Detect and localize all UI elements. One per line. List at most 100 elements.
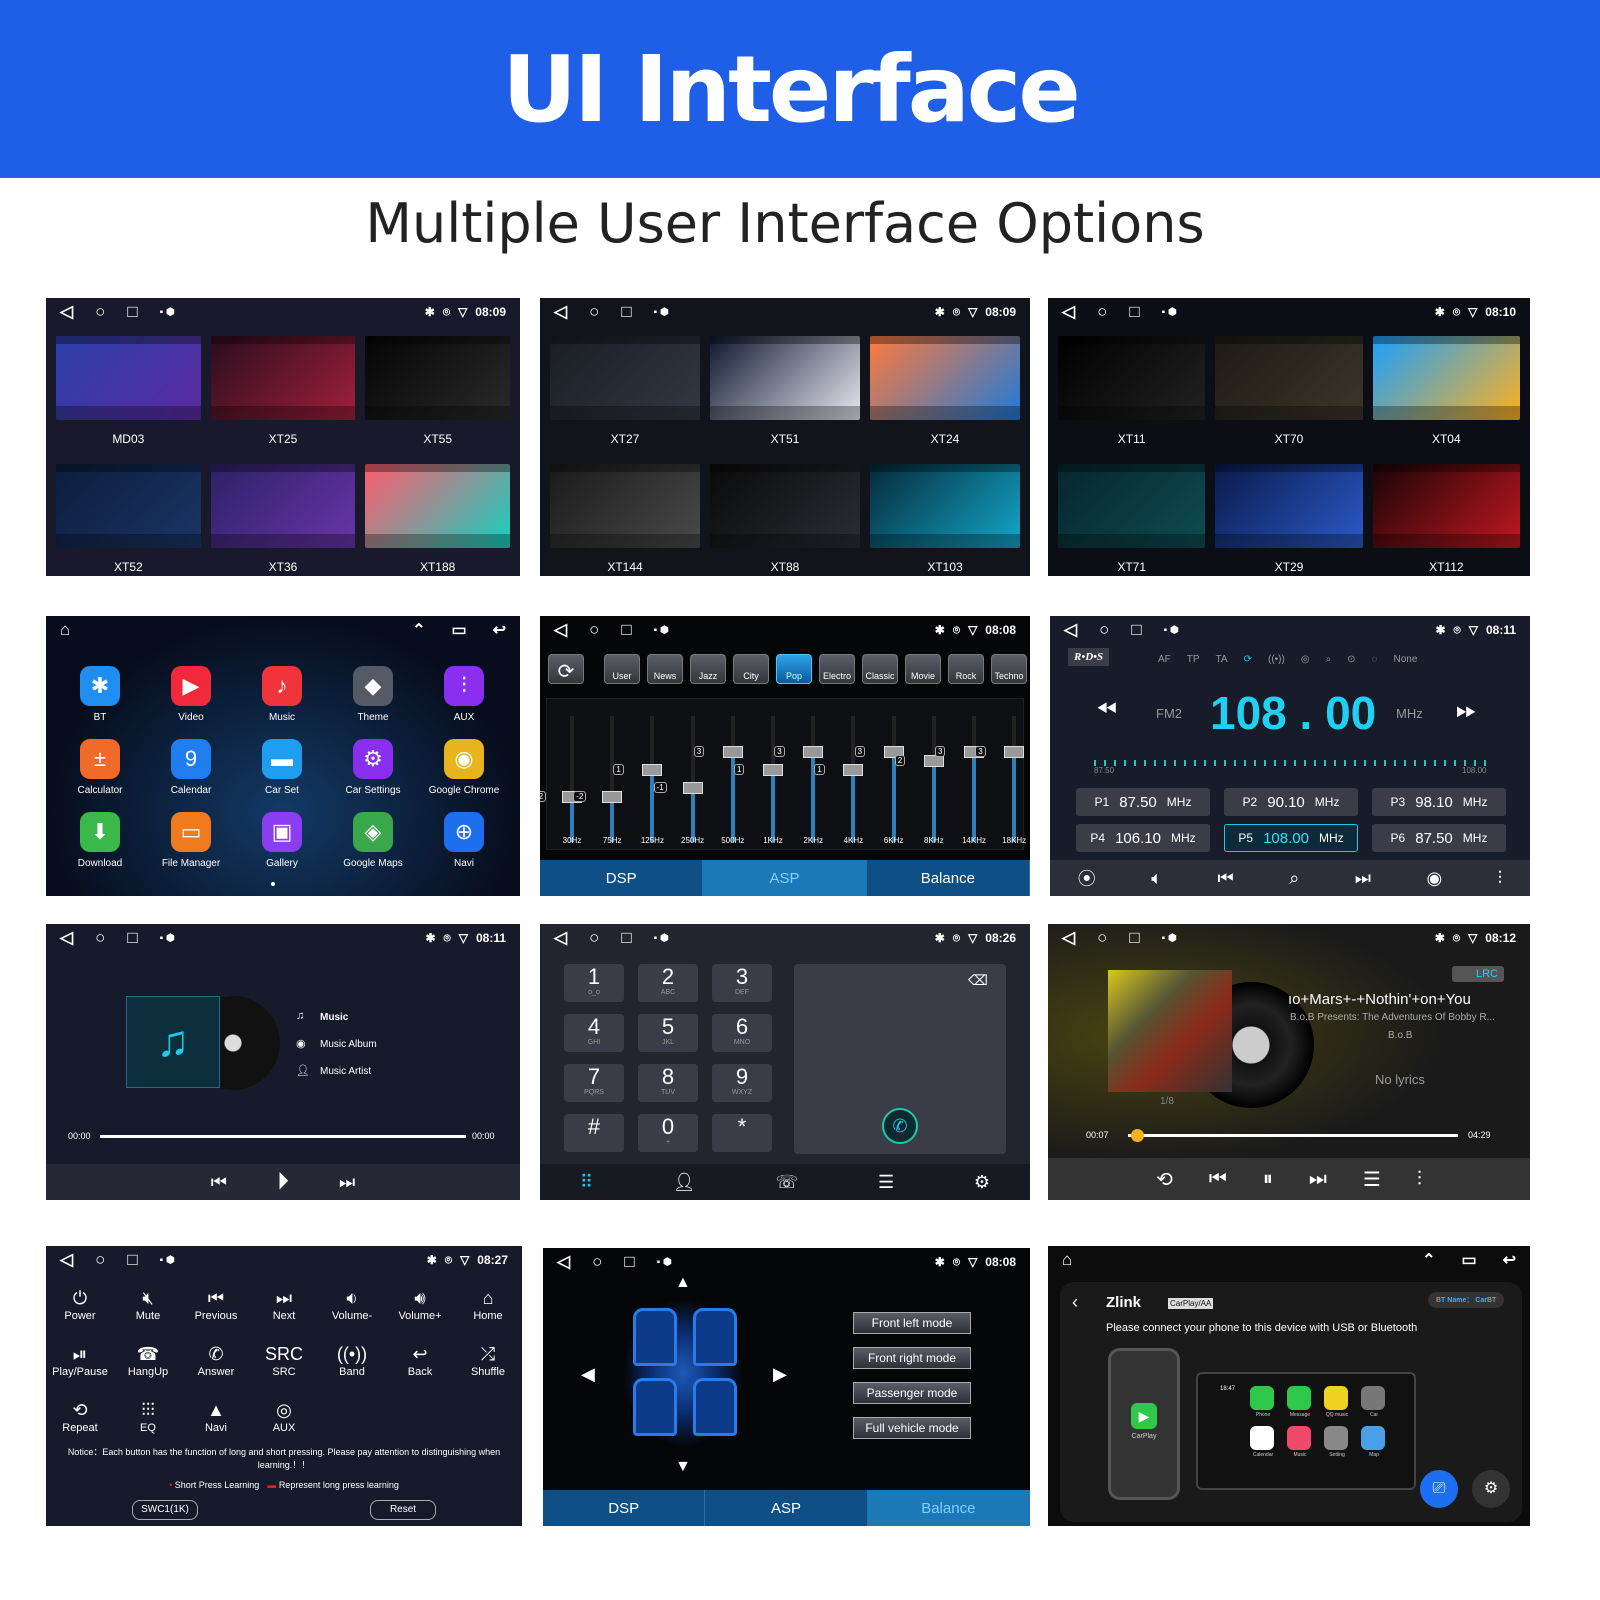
progress-bar[interactable]: [100, 1135, 466, 1138]
slider-knob[interactable]: 3: [774, 746, 824, 758]
home-icon[interactable]: ○: [589, 302, 600, 321]
swc-button-power[interactable]: ⏻Power: [46, 1288, 114, 1322]
app-calculator[interactable]: ±Calculator: [60, 739, 140, 796]
eq-slider-4KHz[interactable]: 1: [814, 716, 864, 842]
back-icon[interactable]: ◁: [1062, 928, 1076, 947]
theme-thumbnail-xt112[interactable]: [1372, 464, 1520, 548]
left-arrow[interactable]: ◀: [581, 1364, 595, 1384]
reset-button[interactable]: Reset: [370, 1500, 436, 1520]
radio-function-icon[interactable]: ⊙: [1347, 654, 1356, 665]
eq-slider-8KHz[interactable]: 2: [894, 716, 944, 842]
eq-slider-6KHz[interactable]: 3: [854, 716, 904, 842]
slider-knob[interactable]: 1: [613, 764, 663, 776]
return-icon[interactable]: ↩: [492, 622, 506, 639]
swc-button-answer[interactable]: ✆Answer: [182, 1344, 250, 1378]
theme-thumbnail-xt71[interactable]: [1058, 464, 1206, 548]
call-button[interactable]: ✆: [882, 1108, 918, 1144]
tab-balance[interactable]: Balance: [867, 860, 1030, 896]
back-icon[interactable]: ◁: [1062, 302, 1076, 321]
screen-mirror-button[interactable]: ⎚: [1420, 1470, 1458, 1508]
tab-dsp[interactable]: DSP: [543, 1490, 706, 1526]
flag-af[interactable]: AF: [1158, 654, 1171, 665]
down-arrow[interactable]: ▼: [675, 1458, 691, 1475]
eq-slider-500Hz[interactable]: 3: [693, 716, 743, 842]
swc-button-navi[interactable]: ▲Navi: [182, 1400, 250, 1434]
back-icon[interactable]: ◁: [554, 302, 568, 321]
preset-rock[interactable]: Rock: [948, 654, 984, 684]
swc-button-volume-[interactable]: 🔉︎Volume-: [318, 1288, 386, 1322]
home-icon[interactable]: ○: [592, 1252, 603, 1271]
swc-button-shuffle[interactable]: ⤮Shuffle: [454, 1344, 522, 1378]
progress-bar[interactable]: [1128, 1129, 1458, 1142]
eq-slider-1KHz[interactable]: 1: [734, 716, 783, 842]
theme-thumbnail-xt70[interactable]: [1215, 336, 1363, 420]
swc-button-previous[interactable]: ⏮︎Previous: [182, 1288, 250, 1322]
contacts-icon[interactable]: 👤︎: [672, 1171, 696, 1192]
swc-button-hangup[interactable]: ☎HangUp: [114, 1344, 182, 1378]
dial-key-0[interactable]: 0+: [638, 1114, 698, 1152]
home-icon[interactable]: ○: [95, 928, 106, 947]
app-navi[interactable]: ⊕Navi: [424, 812, 504, 869]
recents-icon[interactable]: □: [624, 1252, 635, 1271]
lrc-button[interactable]: LRC: [1452, 966, 1505, 982]
radio-function-icon[interactable]: ((•)): [1268, 654, 1285, 665]
swc-button-next[interactable]: ⏭︎Next: [250, 1288, 318, 1322]
back-icon[interactable]: ◁: [557, 1252, 571, 1271]
theme-thumbnail-xt88[interactable]: [710, 464, 860, 548]
window-icon[interactable]: ▭: [451, 622, 467, 639]
swc-button-home[interactable]: ⌂Home: [454, 1288, 522, 1322]
preset-classic[interactable]: Classic: [862, 654, 898, 684]
app-download[interactable]: ⬇Download: [60, 812, 140, 869]
playlist-icon[interactable]: ☰: [1362, 1168, 1381, 1191]
return-icon[interactable]: ↩: [1502, 1252, 1516, 1269]
keypad-icon[interactable]: ⠿: [579, 1171, 594, 1192]
recents-icon[interactable]: □: [1129, 302, 1140, 321]
settings-icon[interactable]: ⚙: [973, 1171, 991, 1192]
eq-slider-250Hz[interactable]: -1: [653, 716, 703, 842]
home-icon[interactable]: ○: [1097, 302, 1108, 321]
recents-icon[interactable]: □: [1131, 620, 1142, 639]
previous-icon[interactable]: ⏮︎: [1217, 867, 1234, 888]
settings-button[interactable]: ⚙: [1472, 1470, 1510, 1508]
home-icon[interactable]: ○: [589, 620, 600, 639]
theme-thumbnail-xt04[interactable]: [1372, 336, 1520, 420]
equalizer-icon[interactable]: ⫶: [1497, 867, 1503, 888]
dial-key-#[interactable]: #: [564, 1114, 624, 1152]
backspace-button[interactable]: ⌫: [968, 972, 988, 988]
search-icon[interactable]: ⌕: [1289, 867, 1300, 888]
theme-thumbnail-xt11[interactable]: [1058, 336, 1206, 420]
app-theme[interactable]: ◆Theme: [333, 666, 413, 723]
preset-pop[interactable]: Pop: [776, 654, 812, 684]
next-button[interactable]: ⏭︎: [339, 1171, 356, 1192]
messages-icon[interactable]: ☰: [877, 1171, 895, 1192]
preset-movie[interactable]: Movie: [905, 654, 941, 684]
mode-button[interactable]: Full vehicle mode: [853, 1417, 971, 1439]
tuning-scale[interactable]: [1094, 760, 1486, 766]
preset-techno[interactable]: Techno: [991, 654, 1027, 684]
eq-slider-30Hz[interactable]: -2: [540, 716, 582, 842]
slider-knob[interactable]: 1: [814, 764, 864, 776]
recents-icon[interactable]: □: [127, 1250, 138, 1269]
mode-button[interactable]: Front left mode: [853, 1312, 971, 1334]
theme-thumbnail-xt51[interactable]: [710, 336, 860, 420]
tab-asp[interactable]: ASP: [703, 860, 867, 896]
slider-knob[interactable]: 2: [894, 755, 944, 767]
rds-icon[interactable]: ⦿: [1077, 869, 1096, 889]
recents-icon[interactable]: □: [127, 928, 138, 947]
up-arrow[interactable]: ▲: [675, 1274, 691, 1291]
next-icon[interactable]: ⏭︎: [1354, 867, 1371, 888]
theme-thumbnail-xt144[interactable]: [550, 464, 700, 548]
previous-button[interactable]: ⏮︎: [210, 1171, 227, 1192]
progress-thumb[interactable]: [1130, 1129, 1144, 1142]
swc-button-back[interactable]: ↩Back: [386, 1344, 454, 1378]
broadcast-icon[interactable]: ◉: [1426, 867, 1443, 888]
tab-dsp[interactable]: DSP: [540, 860, 704, 896]
tab-asp[interactable]: ASP: [705, 1490, 868, 1526]
mode-button[interactable]: Front right mode: [853, 1347, 971, 1369]
theme-thumbnail-xt25[interactable]: [210, 336, 356, 420]
seek-forward-button[interactable]: ⏩︎: [1456, 694, 1477, 724]
